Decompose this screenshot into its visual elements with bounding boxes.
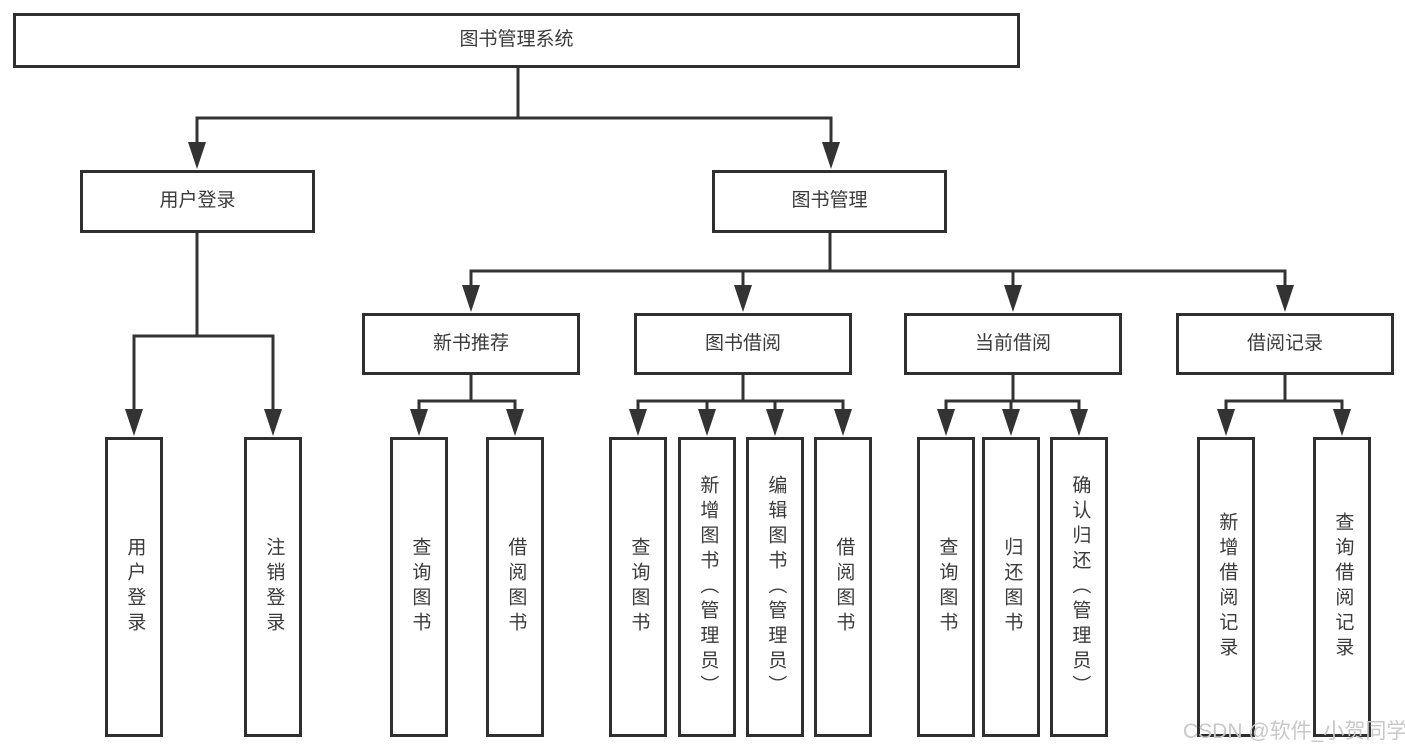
node-book-management-branch: 图书管理 xyxy=(712,170,947,233)
node-leaf-query-books-1: 查询图书 xyxy=(390,437,448,737)
node-leaf-add-borrow-record: 新增借阅记录 xyxy=(1197,437,1255,737)
arrowhead-icon xyxy=(937,409,955,436)
node-leaf-user-login: 用户登录 xyxy=(105,437,163,737)
node-library-management-system: 图书管理系统 xyxy=(13,13,1020,68)
node-leaf-return-books: 归还图书 xyxy=(982,437,1040,737)
arrowhead-icon xyxy=(734,285,752,312)
node-leaf-edit-books-admin: 编辑图书（管理员） xyxy=(746,437,804,737)
node-leaf-add-books-admin: 新增图书（管理员） xyxy=(678,437,736,737)
connector-current-borrow-to-children xyxy=(944,375,1081,411)
node-leaf-borrow-books-1: 借阅图书 xyxy=(486,437,544,737)
arrowhead-icon xyxy=(629,409,647,436)
node-leaf-query-borrow-record: 查询借阅记录 xyxy=(1313,437,1371,737)
node-borrow-records: 借阅记录 xyxy=(1176,313,1394,375)
connector-book-management-to-children xyxy=(469,233,1287,287)
arrowhead-icon xyxy=(264,409,282,436)
csdn-watermark: CSDN @软件_小贺同学 xyxy=(1183,720,1405,743)
arrowhead-icon xyxy=(766,409,784,436)
arrowhead-icon xyxy=(1004,285,1022,312)
arrowhead-icon xyxy=(698,409,716,436)
arrowhead-icon xyxy=(462,285,480,312)
connector-book-borrow-to-children xyxy=(636,375,845,411)
arrowhead-icon xyxy=(834,409,852,436)
node-leaf-borrow-books-2: 借阅图书 xyxy=(814,437,872,737)
node-leaf-confirm-return-admin: 确认归还（管理员） xyxy=(1050,437,1108,737)
arrowhead-icon xyxy=(1276,285,1294,312)
connector-paths xyxy=(132,68,1344,411)
arrowhead-icon xyxy=(1070,409,1088,436)
connector-borrow-records-to-children xyxy=(1224,375,1344,411)
node-leaf-logout: 注销登录 xyxy=(244,437,302,737)
arrowhead-icon xyxy=(822,142,840,169)
arrowhead-icon xyxy=(188,142,206,169)
arrowhead-icon xyxy=(506,409,524,436)
arrowhead-icon xyxy=(1333,409,1351,436)
node-user-login-branch: 用户登录 xyxy=(80,170,315,233)
arrowhead-icon xyxy=(1217,409,1235,436)
node-current-borrow: 当前借阅 xyxy=(904,313,1122,375)
arrowhead-icon xyxy=(125,409,143,436)
arrowhead-icon xyxy=(1002,409,1020,436)
node-new-book-recommend: 新书推荐 xyxy=(362,313,580,375)
connector-user-login-to-children xyxy=(132,233,275,411)
arrowhead-icon xyxy=(410,409,428,436)
node-leaf-query-books-3: 查询图书 xyxy=(917,437,975,737)
connector-root-to-level2 xyxy=(195,68,833,144)
connector-new-book-to-children xyxy=(417,375,517,411)
node-leaf-query-books-2: 查询图书 xyxy=(609,437,667,737)
arrowheads xyxy=(125,142,1351,436)
node-book-borrow: 图书借阅 xyxy=(634,313,852,375)
